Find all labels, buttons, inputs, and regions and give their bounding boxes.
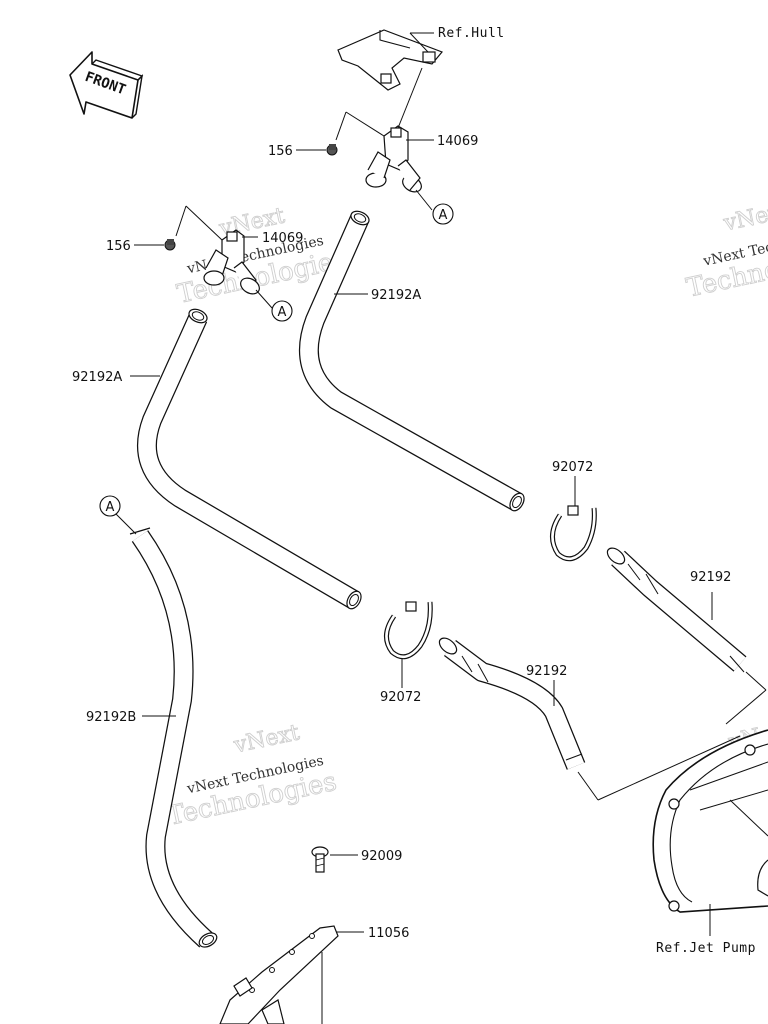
fitting-14069-lower	[203, 229, 260, 295]
svg-text:A: A	[439, 208, 448, 223]
screw-92009	[311, 846, 329, 873]
label-14069-upper: 14069	[437, 134, 478, 149]
hose-92192a-left	[136, 308, 362, 610]
label-ref-jet-pump: Ref.Jet Pump	[656, 941, 756, 956]
bolt-156-lower	[164, 239, 176, 251]
label-156-lower: 156	[106, 239, 131, 254]
svg-text:A: A	[278, 305, 287, 320]
label-92192a-right: 92192A	[371, 288, 421, 303]
leader-lines	[113, 32, 767, 1024]
bolt-156-upper	[326, 144, 338, 156]
label-92192a-left: 92192A	[72, 370, 122, 385]
hose-92192-lower	[438, 637, 586, 770]
svg-text:vNext: vNext	[721, 198, 768, 236]
jet-pump	[652, 729, 768, 913]
hose-92192a-right	[298, 210, 525, 512]
label-92192b: 92192B	[86, 710, 136, 725]
watermark-top-right: vNext Technologies vNext Technologies	[683, 198, 768, 304]
clamp-92072-upper	[550, 505, 597, 562]
connector-a-lower: A	[271, 300, 293, 322]
front-direction-arrow: FRONT	[69, 51, 144, 119]
label-92192-lower: 92192	[526, 664, 567, 679]
label-11056: 11056	[368, 926, 409, 941]
label-92072-upper: 92072	[552, 460, 593, 475]
fitting-14069-upper	[365, 125, 422, 193]
label-92192-upper: 92192	[690, 570, 731, 585]
label-92009: 92009	[361, 849, 402, 864]
bracket-11056	[219, 925, 339, 1024]
label-ref-hull: Ref.Hull	[438, 26, 505, 41]
label-156-upper: 156	[268, 144, 293, 159]
hose-92192-upper	[606, 547, 747, 673]
label-92072-lower: 92072	[380, 690, 421, 705]
label-14069-lower: 14069	[262, 231, 303, 246]
hull-bracket	[337, 29, 443, 91]
connector-a-left: A	[99, 495, 121, 517]
clamp-92072-lower	[384, 601, 433, 660]
hose-92192b	[129, 527, 218, 948]
svg-text:A: A	[106, 500, 115, 515]
svg-text:vNext: vNext	[231, 720, 302, 758]
connector-a-upper: A	[432, 203, 454, 225]
